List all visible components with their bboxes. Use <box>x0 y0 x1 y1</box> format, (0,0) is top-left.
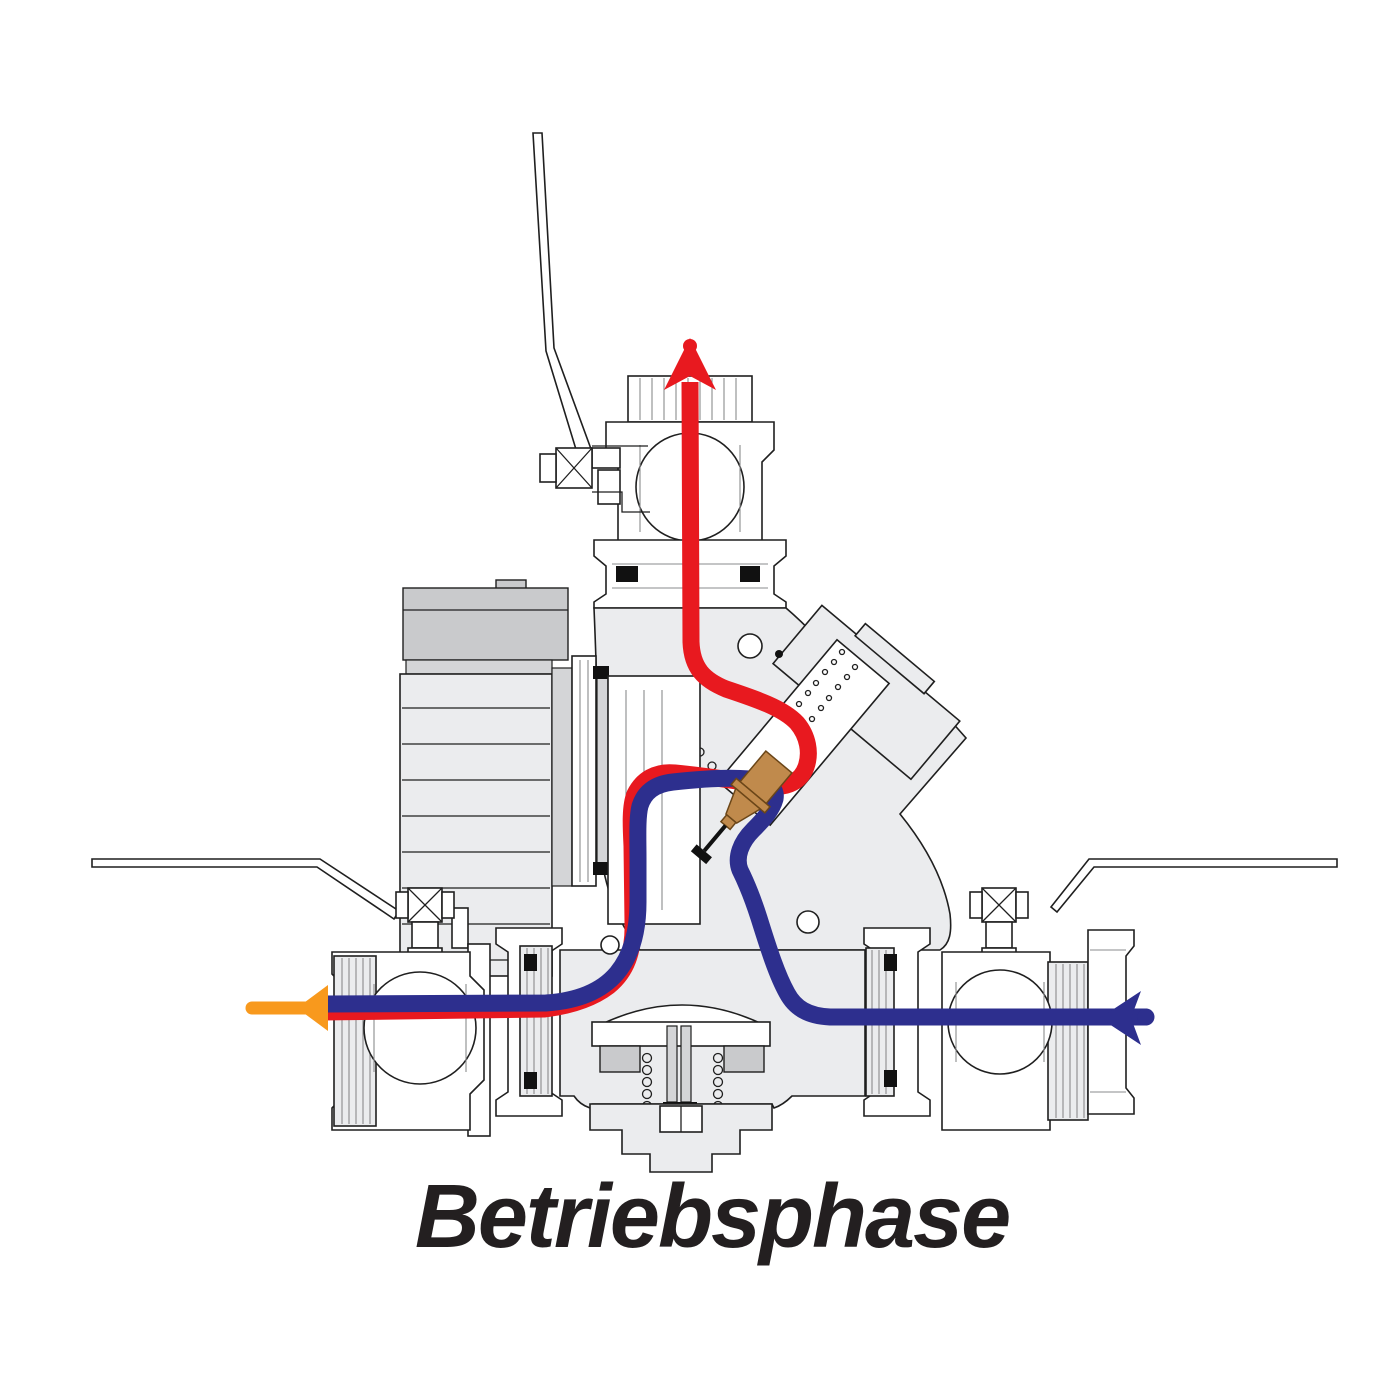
thread-hatch <box>1047 961 1089 1121</box>
valve-ball <box>363 971 477 1085</box>
stem-gland-icon <box>539 447 593 489</box>
boiler-outlet-arrow <box>297 985 328 1031</box>
o-ring-seal <box>740 566 760 582</box>
bolt-hole <box>600 935 620 955</box>
top-valve-handle-icon <box>532 132 592 458</box>
circulation-pump <box>399 579 701 977</box>
thread-hatch <box>333 955 377 1127</box>
o-ring-seal <box>616 566 638 582</box>
bolt-hole <box>796 910 820 934</box>
right-valve-handle-icon <box>1049 858 1338 914</box>
thermostatic-cartridge <box>690 749 793 865</box>
pump-impeller <box>607 675 701 925</box>
pump-terminal-box <box>402 587 569 661</box>
pump-flange <box>571 655 597 887</box>
left-union-nut <box>495 927 563 1117</box>
motor-end-cap <box>551 667 573 887</box>
bolt-hole <box>737 633 763 659</box>
o-ring-seal <box>524 1072 537 1089</box>
hot-supply-arrow <box>664 338 716 390</box>
top-ball-valve <box>539 375 775 553</box>
flange-seal <box>593 666 609 679</box>
cartridge-stem <box>702 824 728 853</box>
o-ring-seal <box>884 954 897 971</box>
o-ring-seal <box>524 954 537 971</box>
stem-gland-icon <box>395 887 455 923</box>
check-valve-cap <box>589 1103 773 1173</box>
cartridge-pad <box>690 844 712 865</box>
lower-body-casting <box>559 935 866 1173</box>
spring-check-valve <box>589 1004 773 1173</box>
system-return-arrow <box>1100 991 1141 1045</box>
left-valve-handle-icon <box>91 858 401 921</box>
stem-gland-icon <box>969 887 1029 923</box>
thread-hatch <box>639 378 737 420</box>
flange-seal <box>593 862 609 875</box>
diagram-title: Betriebsphase <box>415 1167 1009 1267</box>
o-ring-seal <box>884 1070 897 1087</box>
